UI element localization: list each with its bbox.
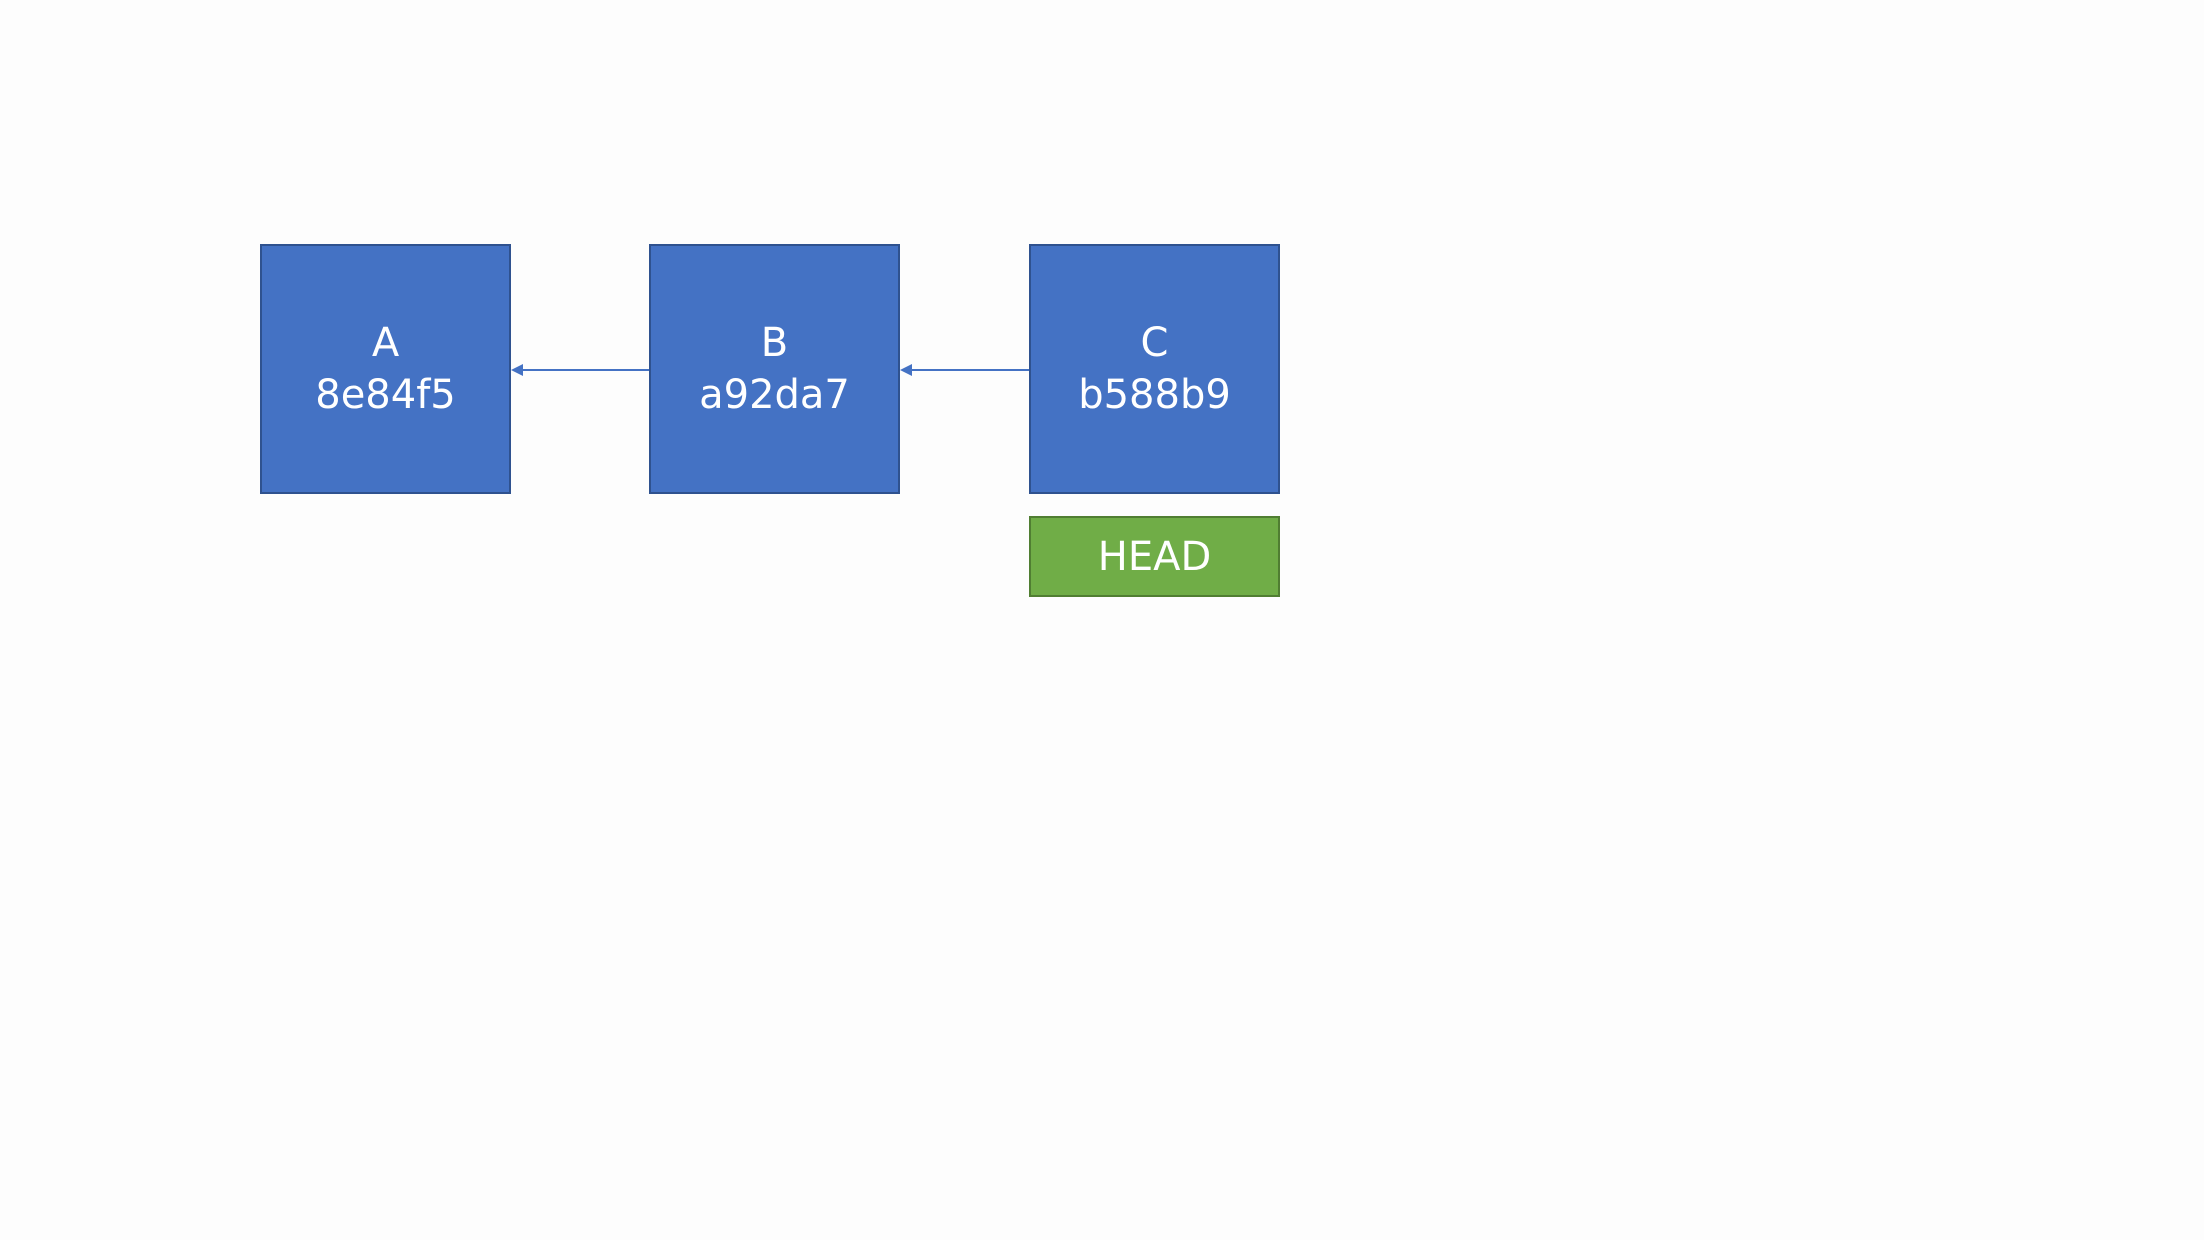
commit-label: A [371, 320, 400, 366]
commit-node-c: C b588b9 [1029, 244, 1280, 494]
commit-hash: a92da7 [699, 372, 850, 418]
commit-hash: b588b9 [1078, 372, 1231, 418]
commit-label: C [1140, 320, 1169, 366]
commit-label: B [760, 320, 789, 366]
commit-node-a: A 8e84f5 [260, 244, 511, 494]
commit-node-b: B a92da7 [649, 244, 900, 494]
commit-hash: 8e84f5 [315, 372, 456, 418]
head-pointer: HEAD [1029, 516, 1280, 597]
head-label: HEAD [1097, 533, 1212, 580]
